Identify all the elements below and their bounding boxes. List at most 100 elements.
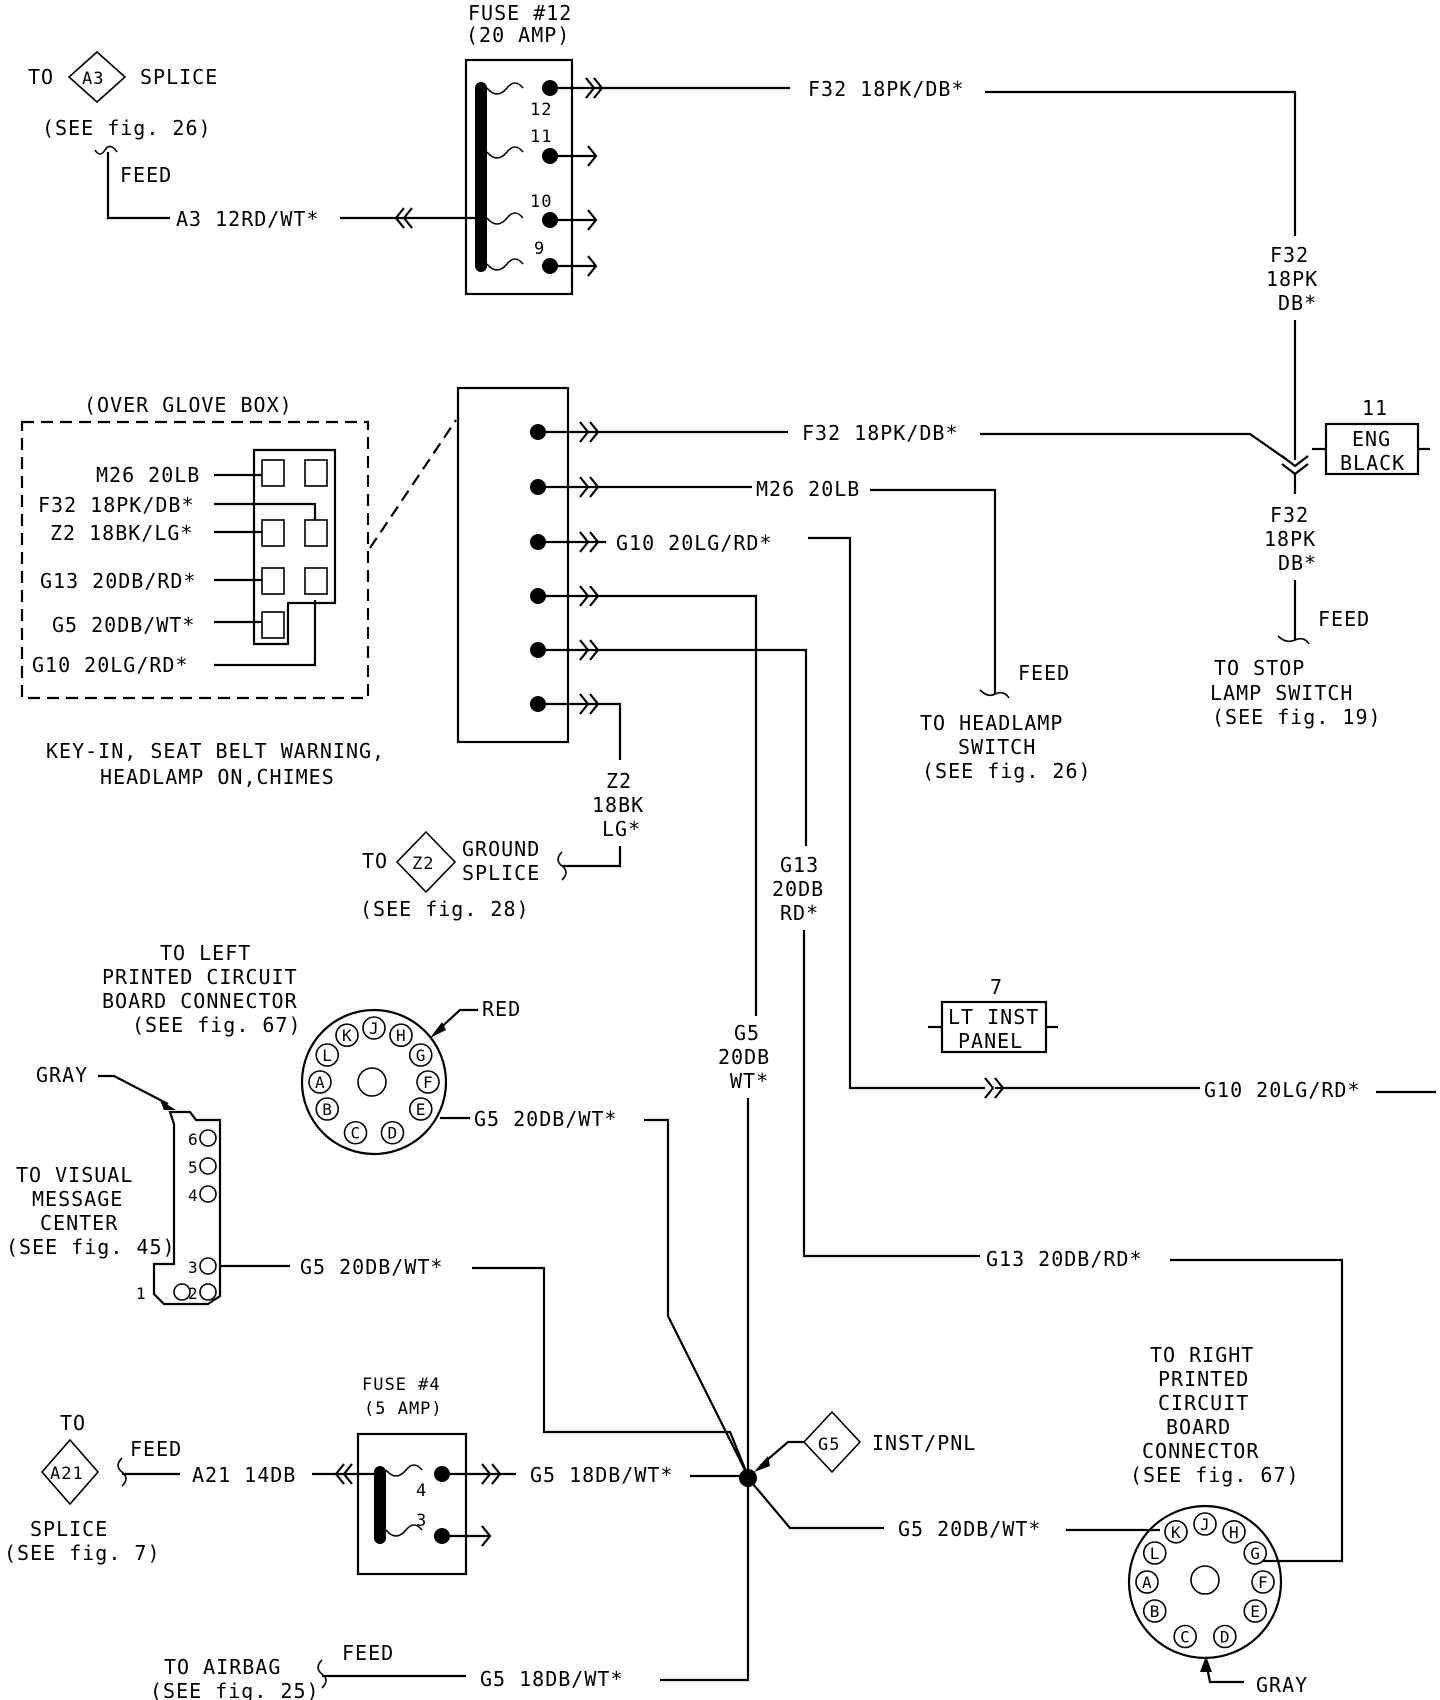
pin-label-e: E: [416, 1100, 426, 1119]
vmc-pin-label-3: 3: [188, 1258, 198, 1277]
g13-wire-down: [802, 930, 980, 1258]
pin-cavity-c: [343, 1120, 368, 1145]
pin-label-k: K: [1171, 1523, 1181, 1542]
pin-label-e: E: [1250, 1602, 1260, 1621]
f32-lower-1: F32: [1270, 503, 1309, 527]
left-pcb-wire: [644, 1118, 749, 1477]
fuse-4-block: FUSE #4 (5 AMP) 4 3: [312, 1375, 516, 1576]
pin-label-h: H: [396, 1026, 406, 1045]
pin-label-l: L: [1150, 1544, 1160, 1563]
ground-splice: G5 INST/PNL G5 20DB/WT*: [739, 1410, 1160, 1541]
pin-cavity-d: [380, 1120, 405, 1145]
g13-vert-1: G13: [780, 853, 819, 877]
z2-to: TO: [362, 849, 388, 873]
vmc-pin-4: [199, 1185, 217, 1203]
pin-label-g: G: [1250, 1544, 1260, 1563]
pin-cavity-j: [1193, 1512, 1217, 1536]
eng-black-line1: ENG: [1352, 427, 1391, 451]
f32-top-run: F32 18PK/DB* F32 18PK DB*: [600, 77, 1317, 460]
headlamp-feed: M26 20LB FEED TO HEADLAMP SWITCH (SEE fi…: [596, 477, 1092, 783]
a21-splice-label: SPLICE: [30, 1517, 108, 1541]
z2-diamond-icon: [395, 830, 457, 894]
a3-splice-label: SPLICE: [140, 65, 218, 89]
right-pcb-title-5: CONNECTOR: [1142, 1439, 1259, 1463]
pin-label-11: 11: [530, 127, 552, 147]
caption-line-2: HEADLAMP ON,CHIMES: [100, 765, 335, 789]
module-f32-wire-right: [980, 432, 1291, 463]
fuse-4-in-connector: [312, 1463, 380, 1485]
pin-label-h: H: [1229, 1523, 1239, 1542]
a3-id: A3: [82, 69, 104, 89]
lt-inst-panel-ref: 7 LT INST PANEL: [928, 975, 1058, 1054]
pin-label-12: 12: [530, 100, 552, 120]
lt-inst-number: 7: [990, 975, 1003, 999]
vmc-pin-label-4: 4: [188, 1186, 198, 1205]
connector-arrow-9: [550, 255, 598, 277]
pin-label-l: L: [322, 1046, 332, 1065]
m26-wire-right: [870, 488, 997, 694]
headlamp-feed-break: [979, 689, 1010, 699]
vmc-color: GRAY: [36, 1063, 88, 1087]
pin-label-a: A: [1142, 1573, 1152, 1592]
vmc-title-1: TO VISUAL: [16, 1163, 133, 1187]
fuse-4-out-connector: [442, 1463, 516, 1485]
connector-arrow-12: [550, 77, 604, 99]
right-pcb-arrow-icon: [1200, 1656, 1212, 1672]
vmc-title-4: (SEE fig. 45): [6, 1235, 176, 1259]
z2-label-2: SPLICE: [462, 861, 540, 885]
left-pcb-connector: TO LEFT PRINTED CIRCUIT BOARD CONNECTOR …: [102, 941, 749, 1477]
a3-connector: [340, 207, 484, 229]
pin-label-c: C: [1180, 1628, 1190, 1647]
a3-wire-label: A3 12RD/WT*: [176, 207, 319, 231]
f32-lower-2: 18PK: [1264, 527, 1316, 551]
ground-arrow-icon: [754, 1456, 770, 1472]
left-pcb-arrow-icon: [430, 1022, 446, 1038]
g5-trunk: [660, 1098, 750, 1682]
fuse-12-title: FUSE #12: [468, 1, 572, 25]
right-pcb-color: GRAY: [1256, 1673, 1308, 1697]
g5-vert-2: 20DB: [718, 1045, 770, 1069]
glove-box-title: (OVER GLOVE BOX): [84, 393, 293, 417]
a3-feed-label: FEED: [120, 163, 172, 187]
airbag-break: [317, 1659, 327, 1689]
fuse-4-rating: (5 AMP): [364, 1399, 443, 1419]
eng-black-number: 11: [1362, 396, 1388, 420]
pin-cavity-d: [1213, 1624, 1237, 1649]
a21-id: A21: [50, 1464, 84, 1484]
pin-cavity-h: [389, 1023, 413, 1048]
fuse-element-11: [486, 146, 524, 159]
module-f32-label: F32 18PK/DB*: [802, 421, 959, 445]
pin-label-d: D: [1220, 1628, 1230, 1647]
vmc-pin-label-2: 2: [188, 1284, 198, 1303]
right-pcb-connector: TO RIGHT PRINTED CIRCUIT BOARD CONNECTOR…: [1127, 1343, 1308, 1697]
left-pcb-title-3: BOARD CONNECTOR: [102, 989, 298, 1013]
stop-lamp-feed-break: [1277, 635, 1310, 645]
f32-splice-connector: [1281, 455, 1309, 494]
fuse-element-10: [486, 212, 524, 225]
left-pcb-color: RED: [482, 997, 521, 1021]
eng-black-line2: BLACK: [1340, 451, 1405, 475]
f32-top-wire-right: [985, 90, 1297, 236]
pin-cavity-b: [1142, 1599, 1167, 1623]
pin-cavity-a: [1135, 1570, 1159, 1594]
pin-cavity-b: [315, 1097, 340, 1121]
vmc-pin-label-1: 1: [136, 1284, 146, 1303]
g5-right-wire: [747, 1477, 884, 1530]
g5-fuse-out-label: G5 18DB/WT*: [530, 1463, 673, 1487]
pin-label-b: B: [322, 1100, 332, 1119]
pin-cavity-l: [1142, 1541, 1167, 1565]
headlamp-dest-3: (SEE fig. 26): [922, 759, 1092, 783]
a21-wire-label: A21 14DB: [192, 1463, 296, 1487]
a21-break: [117, 1457, 127, 1487]
a21-see-ref: (SEE fig. 7): [4, 1541, 161, 1565]
vmc-pin-5: [199, 1157, 217, 1175]
fuse-4-pin3-arrow: [442, 1525, 492, 1547]
z2-id: Z2: [412, 854, 434, 874]
chime-module-connector: [456, 386, 606, 744]
z2-vert-1: Z2: [606, 769, 632, 793]
a3-splice-ref: TO A3 SPLICE (SEE fig. 26) FEED A3 12RD/…: [28, 50, 484, 231]
gb-wire-f32: F32 18PK/DB*: [38, 493, 195, 517]
pin-label-k: K: [342, 1026, 352, 1045]
stop-lamp-dest-2: LAMP SWITCH: [1210, 681, 1353, 705]
